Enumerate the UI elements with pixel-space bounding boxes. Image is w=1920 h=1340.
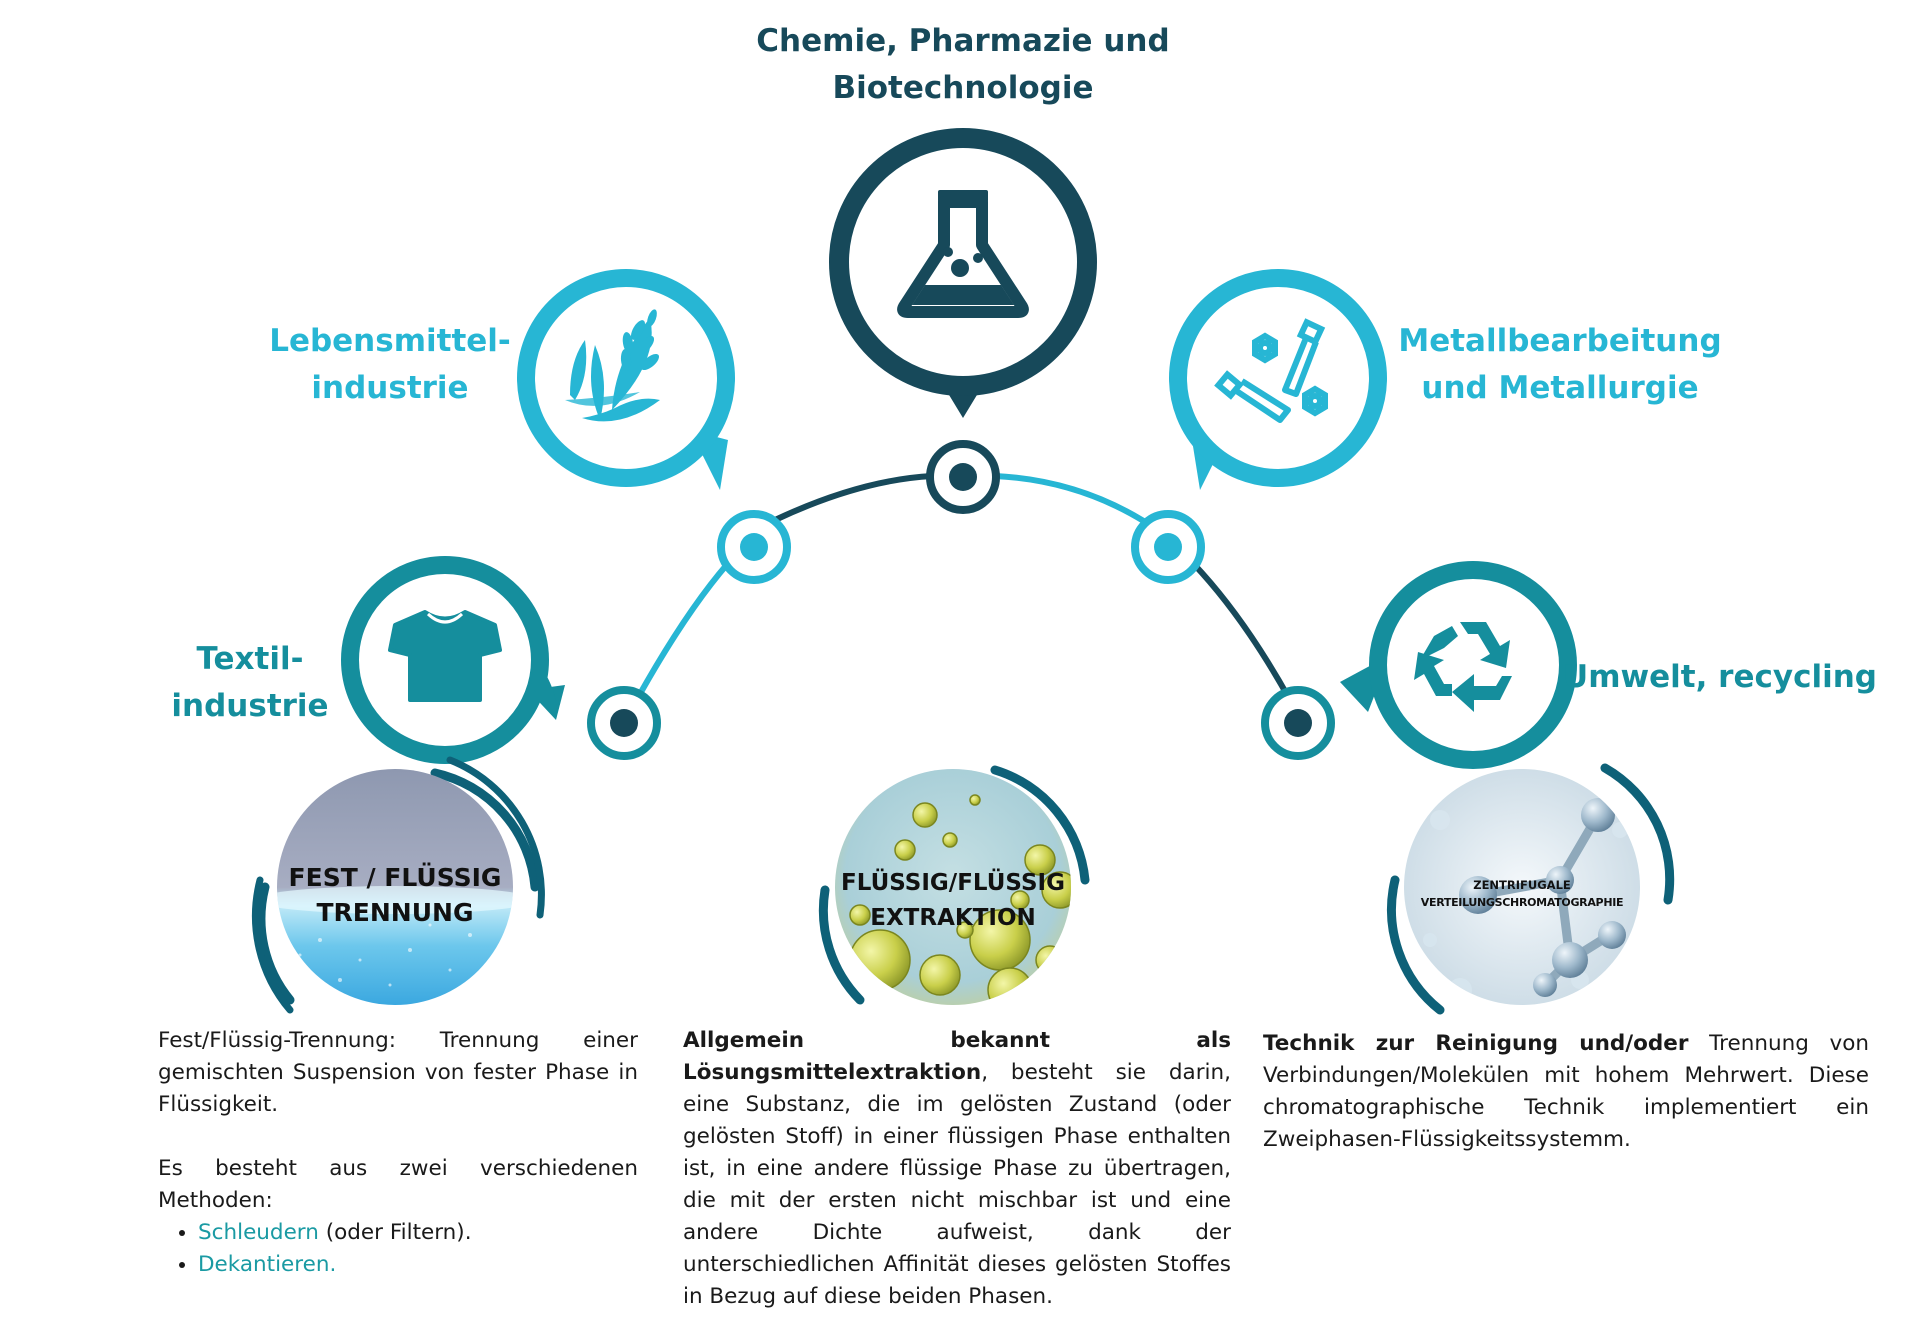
chemistry-label-line2: Biotechnologie bbox=[832, 70, 1094, 106]
liquid-liquid-title: FLÜSSIG/FLÜSSIG EXTRAKTION bbox=[818, 866, 1088, 936]
chemistry-bubble bbox=[829, 128, 1097, 418]
technique-image-centrifugal bbox=[1387, 763, 1675, 1015]
liquid-liquid-desc: Allgemein bekannt als Lösungsmittelextra… bbox=[683, 1025, 1231, 1313]
wheat-icon bbox=[565, 309, 660, 422]
decant-link[interactable]: Dekantieren. bbox=[198, 1252, 337, 1277]
recycle-icon bbox=[1414, 622, 1512, 712]
textile-label: Textil- industrie bbox=[150, 636, 350, 730]
liquid-liquid-desc-bold: Allgemein bekannt als Lösungsmittelextra… bbox=[683, 1028, 1231, 1085]
node-chemistry bbox=[926, 440, 1000, 514]
solid-liquid-title: FEST / FLÜSSIG TRENNUNG bbox=[265, 860, 525, 930]
technique-image-liquid-liquid bbox=[818, 765, 1090, 1005]
centrifugal-title: ZENTRIFUGALE VERTEILUNGSCHROMATOGRAPHIE bbox=[1412, 876, 1632, 912]
bolts-icon bbox=[1214, 318, 1328, 423]
centrifuge-link[interactable]: Schleudern bbox=[198, 1220, 319, 1245]
metal-label-line1: Metallbearbeitung bbox=[1398, 323, 1722, 359]
node-food bbox=[717, 510, 791, 584]
textile-label-line2: industrie bbox=[171, 688, 329, 724]
liquid-liquid-title-line2: EXTRAKTION bbox=[870, 905, 1036, 931]
centrifugal-title-line1: ZENTRIFUGALE bbox=[1473, 878, 1571, 892]
centrifugal-title-line2: VERTEILUNGSCHROMATOGRAPHIE bbox=[1420, 896, 1624, 909]
tshirt-icon bbox=[388, 610, 502, 702]
environment-label: Umwelt, recycling bbox=[1560, 654, 1880, 701]
solid-liquid-methods: Schleudern (oder Filtern). Dekantieren. bbox=[158, 1217, 638, 1281]
metal-bubble bbox=[1169, 269, 1387, 490]
method-item-decant: Dekantieren. bbox=[198, 1249, 638, 1281]
technique-image-solid-liquid bbox=[251, 756, 545, 1014]
centrifugal-desc-bold: Technik zur Reinigung und/oder bbox=[1263, 1031, 1689, 1056]
centrifugal-description: Technik zur Reinigung und/oder Trennung … bbox=[1263, 1028, 1869, 1156]
textile-label-line1: Textil- bbox=[196, 641, 304, 677]
environment-bubble bbox=[1340, 561, 1577, 769]
chemistry-label-line1: Chemie, Pharmazie und bbox=[756, 23, 1170, 59]
food-label-line2: industrie bbox=[311, 370, 469, 406]
liquid-liquid-description: Allgemein bekannt als Lösungsmittelextra… bbox=[683, 1025, 1231, 1313]
solid-liquid-desc-p1: Fest/Flüssig-Trennung: Trennung einer ge… bbox=[158, 1028, 638, 1117]
chemistry-label: Chemie, Pharmazie und Biotechnologie bbox=[713, 18, 1213, 112]
flask-icon bbox=[897, 190, 1029, 318]
method-item-centrifuge: Schleudern (oder Filtern). bbox=[198, 1217, 638, 1249]
node-environment bbox=[1261, 686, 1335, 760]
metal-label-line2: und Metallurgie bbox=[1421, 370, 1699, 406]
centrifugal-desc-rest: Trennung von Verbindungen/Molekülen mit … bbox=[1263, 1031, 1869, 1152]
food-label-line1: Lebensmittel- bbox=[269, 323, 511, 359]
solid-liquid-title-line2: TRENNUNG bbox=[316, 898, 474, 927]
method1-rest: (oder Filtern). bbox=[318, 1220, 472, 1245]
food-label: Lebensmittel- industrie bbox=[240, 318, 540, 412]
liquid-liquid-desc-rest: , besteht sie darin, eine Substanz, die … bbox=[683, 1060, 1231, 1309]
solid-liquid-title-line1: FEST / FLÜSSIG bbox=[288, 863, 502, 892]
solid-liquid-spacer bbox=[158, 1121, 638, 1153]
textile-bubble bbox=[341, 556, 580, 764]
solid-liquid-desc-p2: Es besteht aus zwei verschiedenen Method… bbox=[158, 1156, 638, 1213]
food-bubble bbox=[517, 269, 735, 490]
node-metal bbox=[1131, 510, 1205, 584]
metal-label: Metallbearbeitung und Metallurgie bbox=[1390, 318, 1730, 412]
node-textile bbox=[587, 686, 661, 760]
liquid-liquid-title-line1: FLÜSSIG/FLÜSSIG bbox=[841, 870, 1065, 896]
centrifugal-desc: Technik zur Reinigung und/oder Trennung … bbox=[1263, 1028, 1869, 1156]
environment-label-line1: Umwelt, recycling bbox=[1563, 659, 1877, 695]
solid-liquid-description: Fest/Flüssig-Trennung: Trennung einer ge… bbox=[158, 1025, 638, 1281]
